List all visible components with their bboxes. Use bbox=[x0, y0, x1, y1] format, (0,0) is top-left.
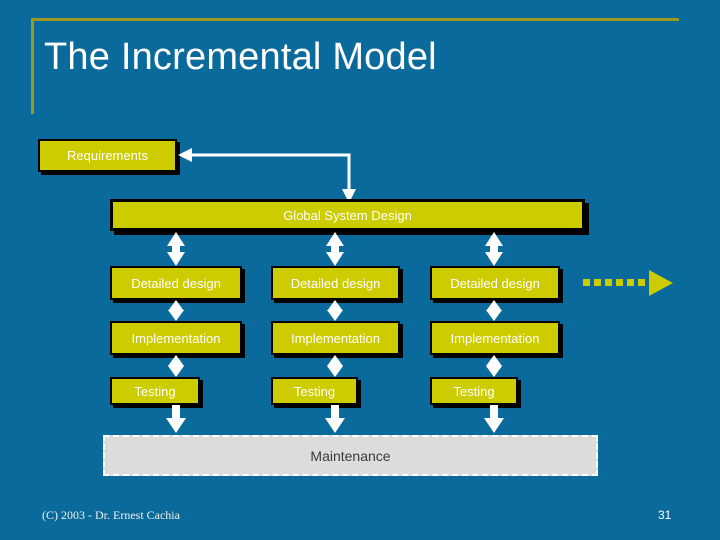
testing-box-3[interactable]: Testing bbox=[430, 377, 518, 405]
requirements-box[interactable]: Requirements bbox=[38, 139, 177, 172]
testing-box-1[interactable]: Testing bbox=[110, 377, 200, 405]
footer-credit: (C) 2003 - Dr. Ernest Cachia bbox=[42, 508, 180, 522]
implementation-box-3[interactable]: Implementation bbox=[430, 321, 560, 355]
implementation-box-2[interactable]: Implementation bbox=[271, 321, 400, 355]
page-title: The Incremental Model bbox=[44, 36, 437, 78]
footer-page-number: 31 bbox=[658, 508, 672, 522]
detailed-design-box-2[interactable]: Detailed design bbox=[271, 266, 400, 300]
testing-box-2[interactable]: Testing bbox=[271, 377, 358, 405]
dashed-right-arrow-icon bbox=[583, 270, 673, 296]
detailed-design-box-3[interactable]: Detailed design bbox=[430, 266, 560, 300]
implementation-box-1[interactable]: Implementation bbox=[110, 321, 242, 355]
maintenance-box[interactable]: Maintenance bbox=[103, 435, 598, 476]
global-system-design-box[interactable]: Global System Design bbox=[110, 199, 585, 231]
title-rule-top bbox=[31, 18, 679, 21]
detailed-design-box-1[interactable]: Detailed design bbox=[110, 266, 242, 300]
title-rule-left bbox=[31, 18, 34, 114]
